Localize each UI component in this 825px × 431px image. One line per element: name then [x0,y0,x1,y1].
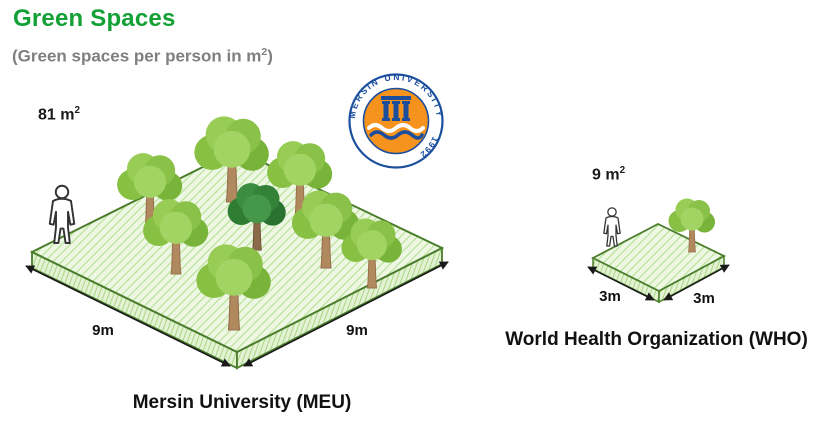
who-caption: World Health Organization (WHO) [505,329,808,350]
meu-dimension-arrow-right [243,261,449,367]
meu-area-label: 81 m2 [38,105,80,124]
who-area-value: 9 m [592,166,620,184]
who-person-icon [603,207,621,247]
who-area-label: 9 m2 [592,165,625,184]
who-dimension-arrows [587,264,730,301]
who-dimension-arrow-right [663,264,730,301]
logo-waves-icon [367,123,425,140]
meu-caption: Mersin University (MEU) [132,392,352,413]
page-title: Green Spaces [13,5,176,32]
subtitle-sup: 2 [261,46,268,58]
who-dimension-arrow-left [587,266,655,301]
who-dim-label-right: 3m [693,290,715,307]
who-area-sup: 2 [619,165,626,176]
mersin-university-logo: MERSIN UNIVERSITY 1992 [347,72,444,169]
meu-dimension-arrows [25,261,449,367]
logo-columns-icon [381,96,411,121]
subtitle-close: ) [267,46,273,66]
meu-dimension-arrow-left [25,265,231,367]
meu-dim-label-right: 9m [346,322,368,339]
meu-area-sup: 2 [74,105,80,116]
page-subtitle: (Green spaces per person in m2) [12,46,273,67]
subtitle-text: (Green spaces per person in m [12,46,262,66]
who-dim-label-left: 3m [599,288,621,305]
meu-area-value: 81 m [38,106,75,124]
who-scene [587,198,730,304]
meu-scene [25,115,449,370]
meu-dim-label-left: 9m [92,322,114,339]
